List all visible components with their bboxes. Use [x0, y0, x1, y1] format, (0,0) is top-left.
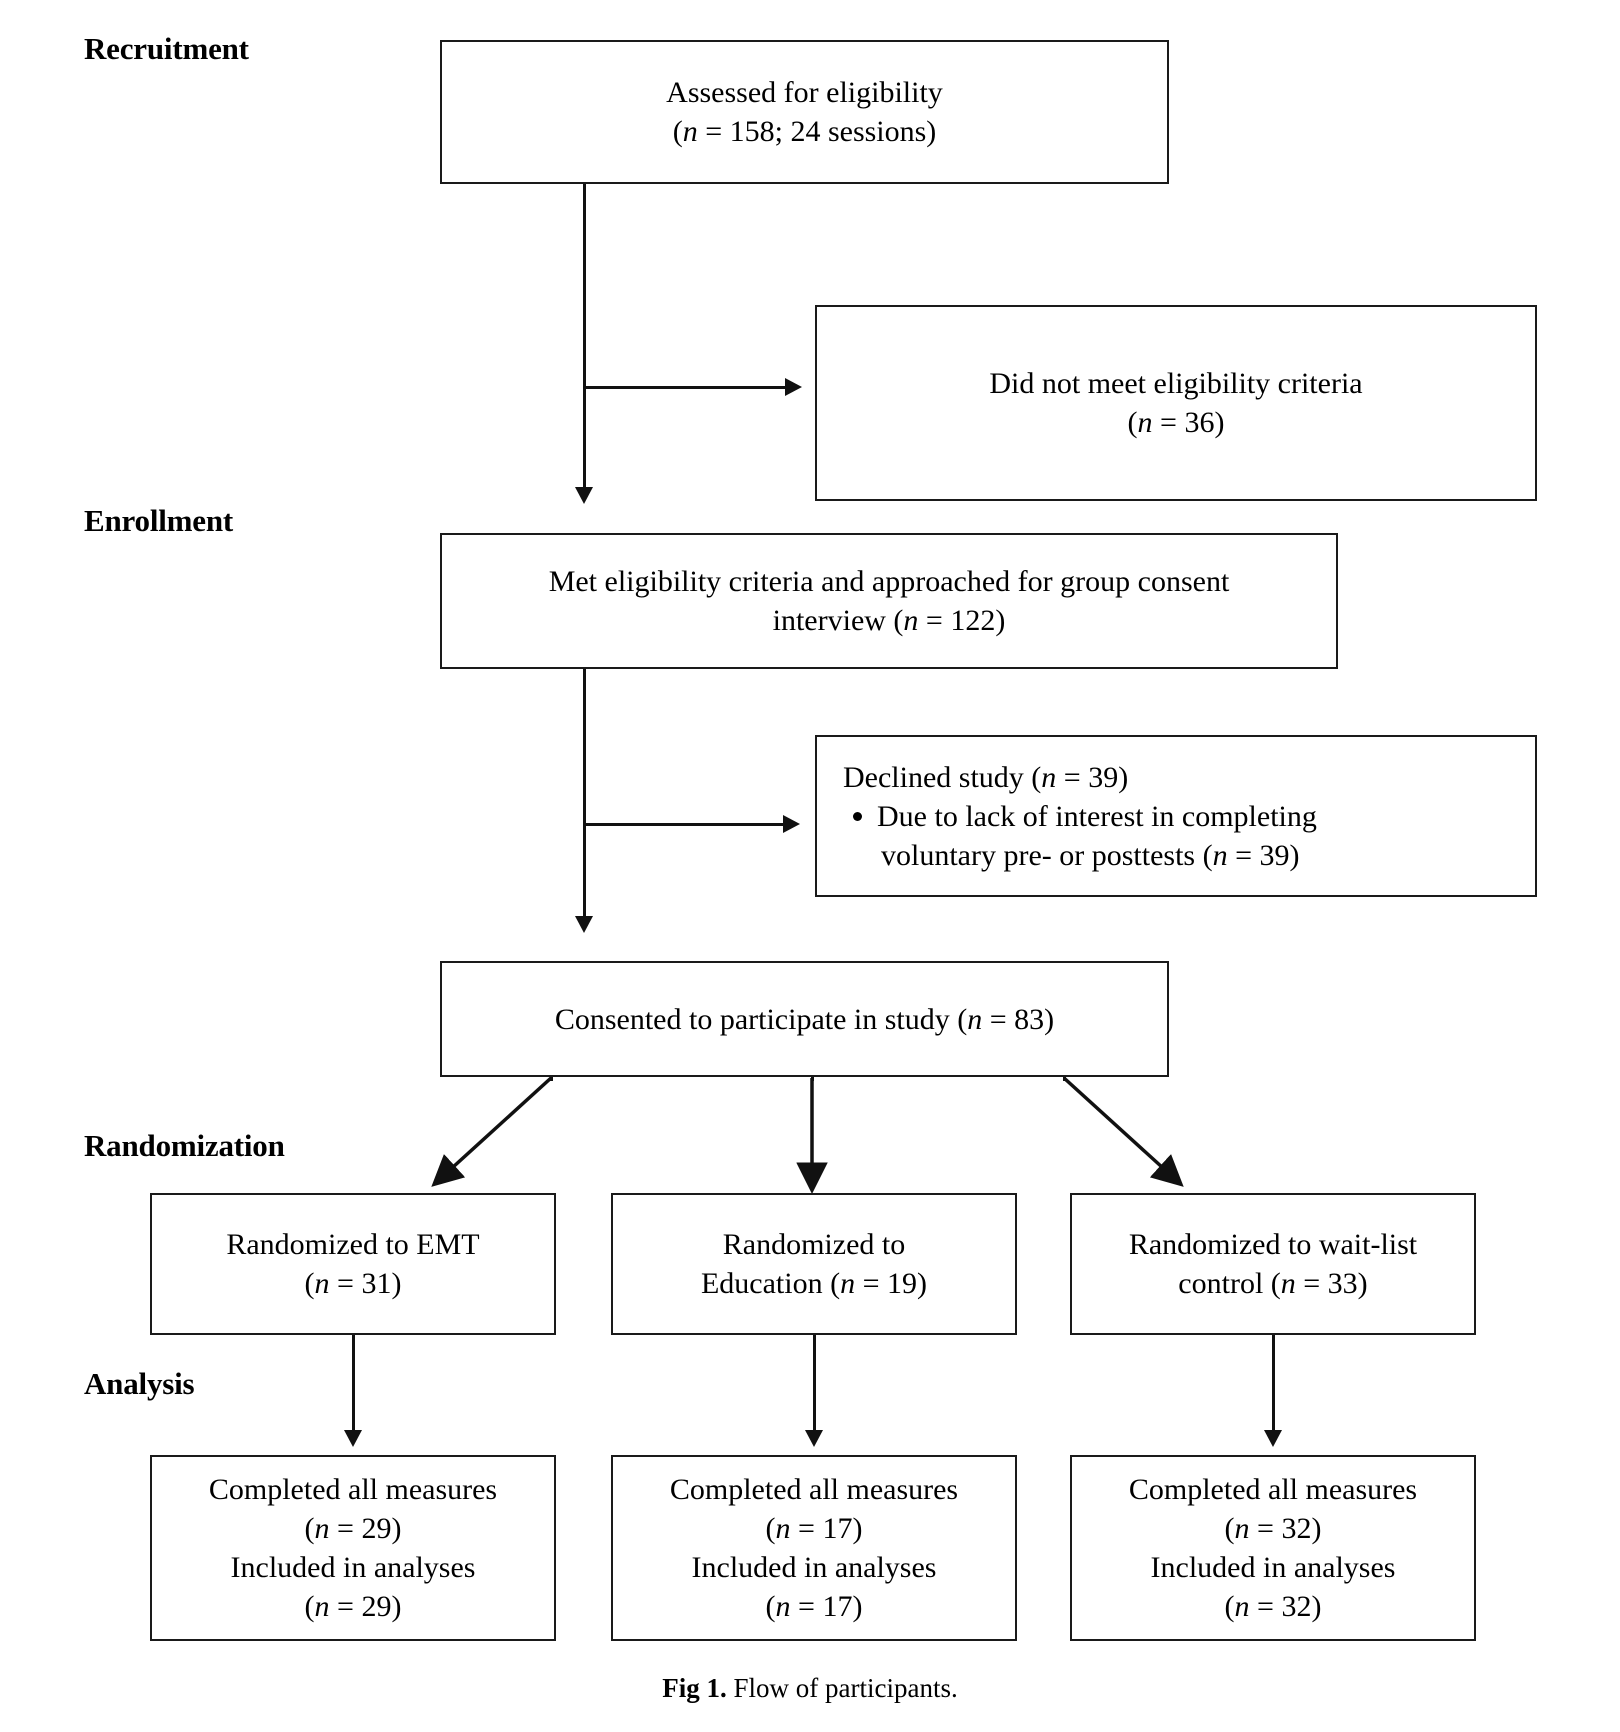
met-eligibility-line2: interview (n = 122) — [772, 604, 1006, 637]
box-declined-study: Declined study (n = 39) Due to lack of i… — [815, 735, 1537, 897]
arrowhead-emt-to-analysis — [344, 1430, 362, 1447]
arrowhead-education-to-analysis — [805, 1430, 823, 1447]
figure-caption-label: Fig 1. — [662, 1673, 727, 1703]
analysis-emt-line3: Included in analyses — [230, 1551, 476, 1584]
rand-emt-line1: Randomized to EMT — [226, 1228, 480, 1261]
connector-stub-right — [1063, 1077, 1066, 1081]
connector-met-to-consented — [583, 669, 586, 916]
rand-control-line1: Randomized to wait-list — [1128, 1228, 1418, 1261]
box-met-eligibility-criteria: Met eligibility criteria and approached … — [440, 533, 1338, 669]
analysis-education-line1: Completed all measures — [669, 1473, 959, 1506]
analysis-control-line2: (n = 32) — [1224, 1512, 1322, 1545]
list-item: Due to lack of interest in completing vo… — [843, 797, 1521, 875]
analysis-emt-line2: (n = 29) — [304, 1512, 402, 1545]
stage-label-randomization: Randomization — [84, 1128, 285, 1163]
arrowhead-control-to-analysis — [1264, 1430, 1282, 1447]
box-randomized-to-emt: Randomized to EMT (n = 31) — [150, 1193, 556, 1335]
box-analysis-control: Completed all measures (n = 32) Included… — [1070, 1455, 1476, 1641]
connector-control-to-analysis — [1272, 1335, 1275, 1430]
rand-education-line1: Randomized to — [722, 1228, 906, 1261]
rand-education-line2: Education (n = 19) — [700, 1267, 928, 1300]
figure-caption: Fig 1. Flow of participants. — [0, 1673, 1620, 1704]
consented-line1: Consented to participate in study (n = 8… — [554, 1002, 1055, 1036]
analysis-education-line3: Included in analyses — [691, 1551, 937, 1584]
declined-bullet-line2: voluntary pre- or posttests (n = 39) — [881, 838, 1300, 872]
bullet-dot-icon — [853, 812, 862, 822]
connector-met-to-declined — [583, 823, 783, 826]
assessed-line2: (n = 158; 24 sessions) — [672, 115, 937, 148]
connector-education-to-analysis — [813, 1335, 816, 1430]
arrowhead-met-to-declined — [783, 815, 800, 833]
box-assessed-for-eligibility: Assessed for eligibility (n = 158; 24 se… — [440, 40, 1169, 184]
analysis-education-line2: (n = 17) — [765, 1512, 863, 1545]
box-analysis-education: Completed all measures (n = 17) Included… — [611, 1455, 1017, 1641]
met-eligibility-line1: Met eligibility criteria and approached … — [548, 565, 1230, 598]
not-eligible-line1: Did not meet eligibility criteria — [989, 367, 1363, 400]
connector-consented-to-randomization — [431, 1076, 1184, 1194]
analysis-control-line1: Completed all measures — [1128, 1473, 1418, 1506]
box-randomized-to-education: Randomized to Education (n = 19) — [611, 1193, 1017, 1335]
figure-caption-text: Flow of participants. — [733, 1673, 958, 1703]
arrowhead-assessed-to-not-eligible — [785, 378, 802, 396]
box-did-not-meet-eligibility: Did not meet eligibility criteria (n = 3… — [815, 305, 1537, 501]
assessed-line1: Assessed for eligibility — [666, 76, 943, 109]
box-consented-to-participate: Consented to participate in study (n = 8… — [440, 961, 1169, 1077]
arrowhead-met-to-consented — [575, 916, 593, 933]
rand-emt-line2: (n = 31) — [304, 1267, 402, 1300]
stage-label-analysis: Analysis — [84, 1366, 195, 1401]
connector-assessed-to-met — [583, 184, 586, 487]
connector-stub-left — [550, 1077, 553, 1081]
connector-stub-center — [811, 1077, 814, 1081]
arrowhead-assessed-to-met — [575, 487, 593, 504]
declined-heading: Declined study (n = 39) — [843, 760, 1129, 794]
analysis-control-line4: (n = 32) — [1224, 1590, 1322, 1623]
not-eligible-line2: (n = 36) — [1127, 406, 1225, 439]
connector-emt-to-analysis — [352, 1335, 355, 1430]
box-randomized-to-wait-list-control: Randomized to wait-list control (n = 33) — [1070, 1193, 1476, 1335]
declined-bullet-line1: Due to lack of interest in completing — [877, 799, 1317, 833]
rand-control-line2: control (n = 33) — [1178, 1267, 1368, 1300]
analysis-emt-line4: (n = 29) — [304, 1590, 402, 1623]
analysis-control-line3: Included in analyses — [1150, 1551, 1396, 1584]
box-analysis-emt: Completed all measures (n = 29) Included… — [150, 1455, 556, 1641]
connector-assessed-to-not-eligible — [583, 386, 785, 389]
stage-label-recruitment: Recruitment — [84, 31, 249, 66]
stage-label-enrollment: Enrollment — [84, 503, 233, 538]
analysis-emt-line1: Completed all measures — [208, 1473, 498, 1506]
analysis-education-line4: (n = 17) — [765, 1590, 863, 1623]
declined-reason-list: Due to lack of interest in completing vo… — [843, 797, 1521, 875]
